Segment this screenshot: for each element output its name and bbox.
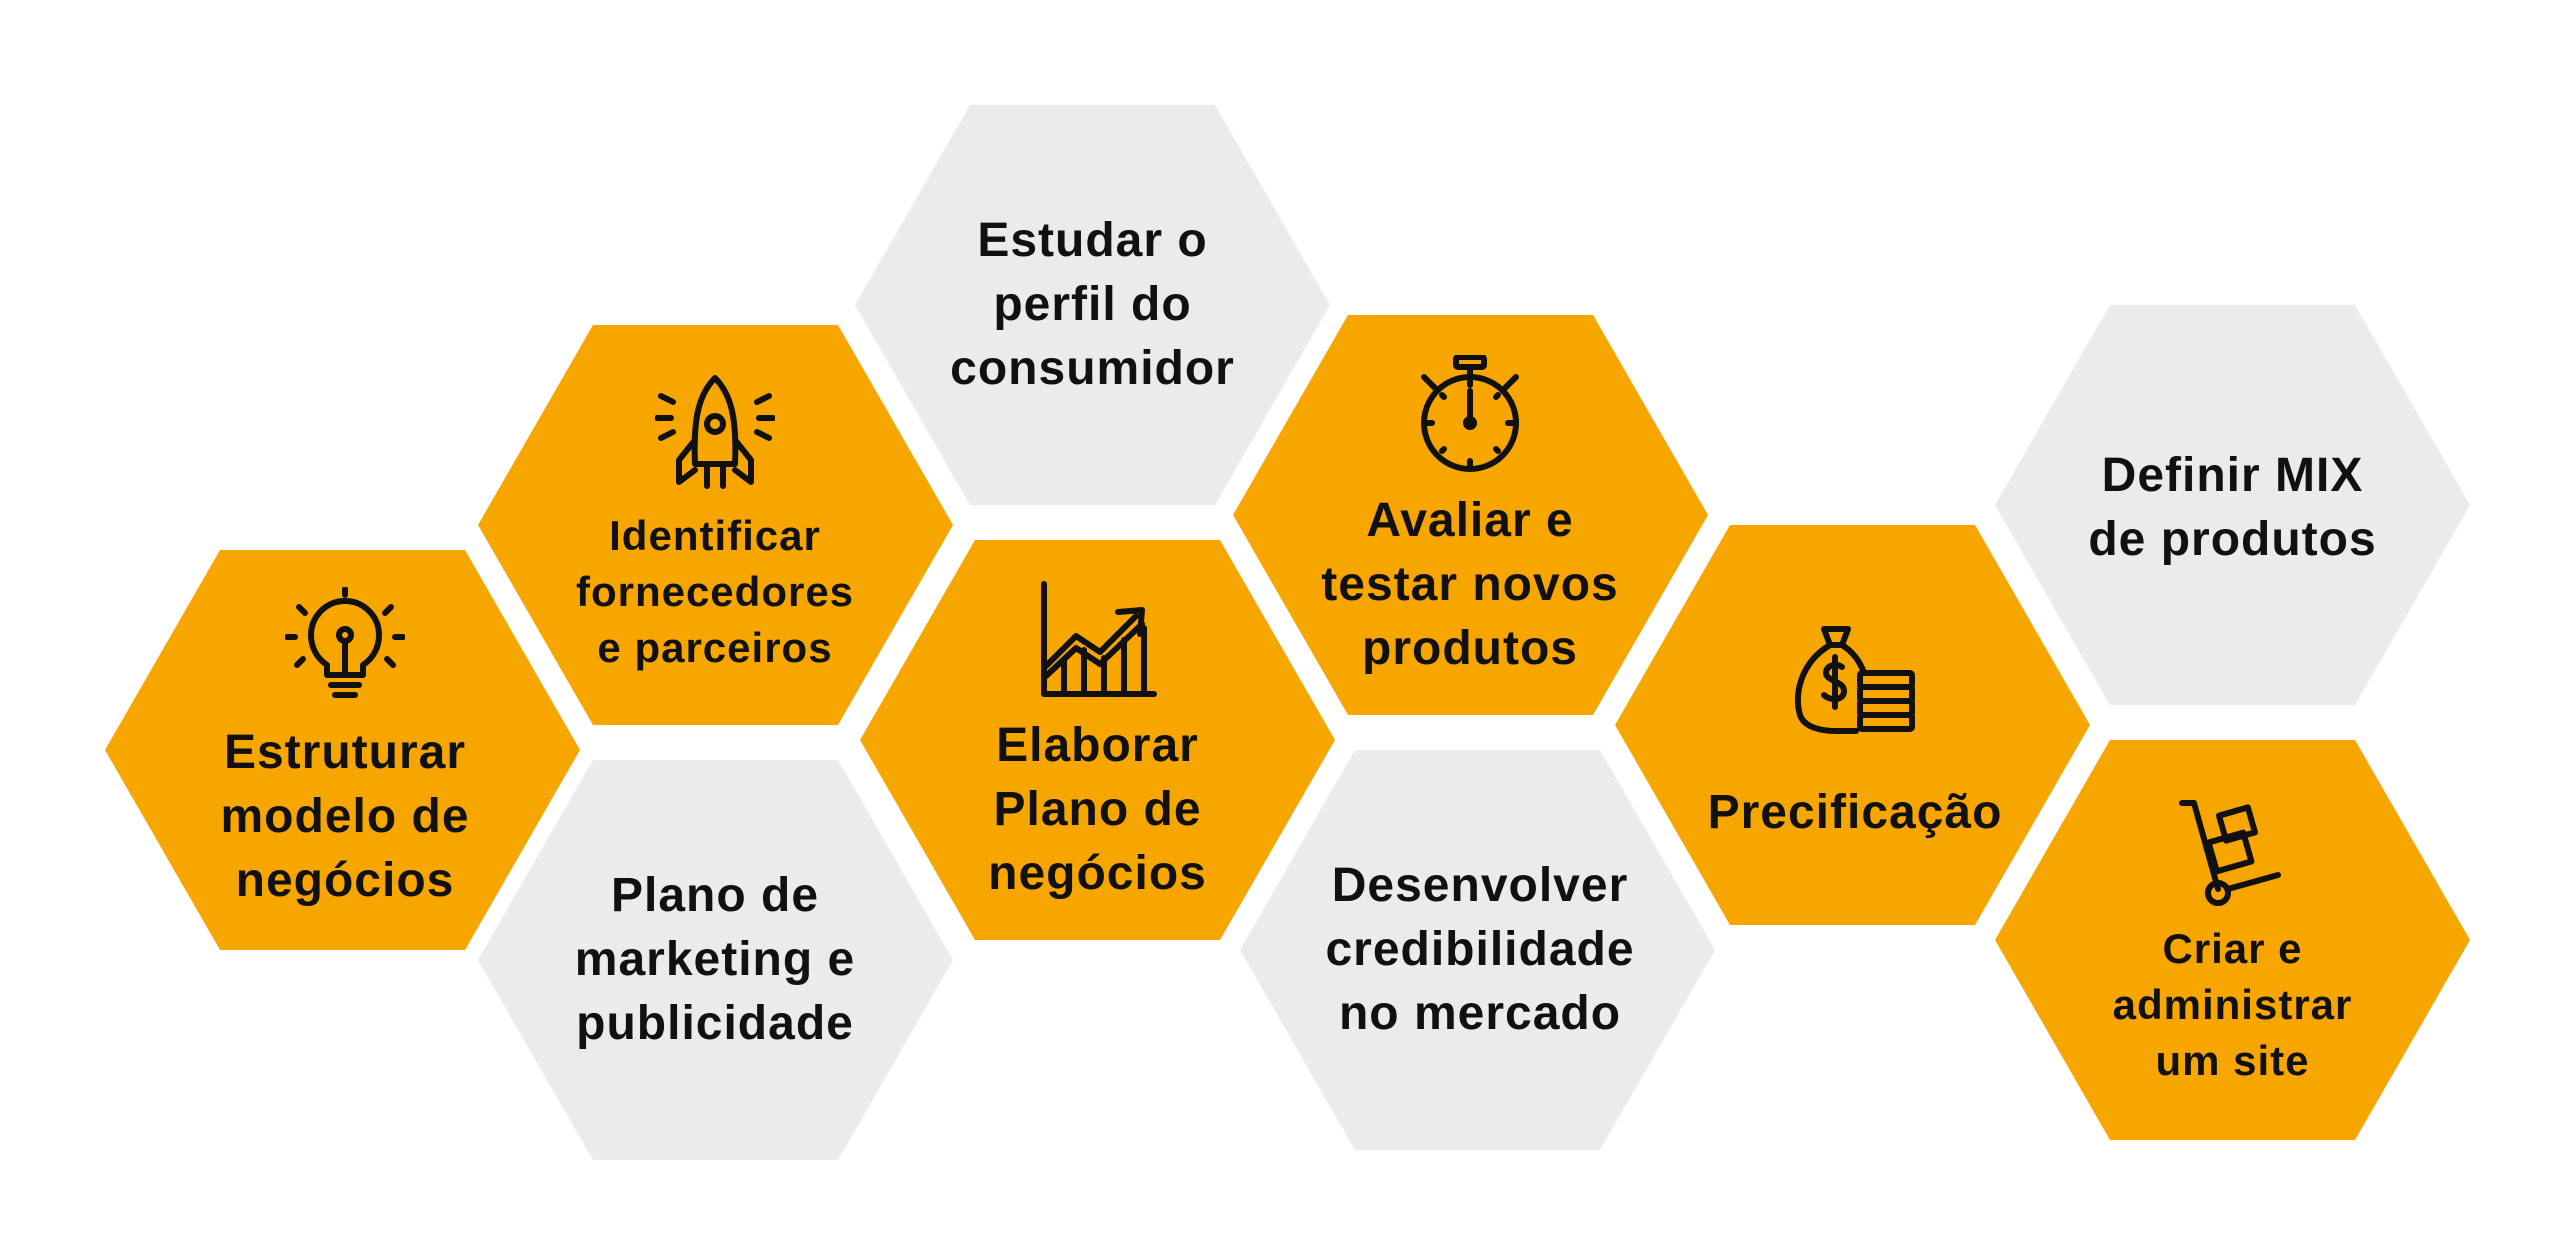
hex-label-identificar: Identificar fornecedores e parceiros	[520, 340, 910, 710]
hex-text-criar-site: Criar e administrar um site	[2112, 924, 2353, 1084]
hex-label-criar-site: Criar e administrar um site	[2040, 755, 2425, 1130]
hex-text-estruturar: Estruturar modelo de negócios	[220, 726, 470, 907]
hexagon-criar-site	[1995, 740, 2470, 1140]
hex-label-estudar: Estudar o perfil do consumidor	[900, 115, 1285, 495]
hex-label-definir-mix: Definir MIX de produtos	[2040, 320, 2425, 695]
hex-label-plano-marketing: Plano de marketing e publicidade	[520, 770, 910, 1150]
hex-label-elaborar: Elaborar Plano de negócios	[905, 555, 1290, 930]
hex-text-estudar: Estudar o perfil do consumidor	[950, 214, 1235, 395]
hex-label-avaliar: Avaliar e testar novos produtos	[1275, 330, 1665, 705]
hex-label-estruturar: Estruturar modelo de negócios	[150, 560, 540, 940]
hex-text-identificar: Identificar fornecedores e parceiros	[575, 512, 855, 671]
hexagon-avaliar	[1233, 315, 1708, 715]
hexagon-definir-mix	[1995, 305, 2470, 705]
hex-label-precificacao: Precificação	[1660, 540, 2050, 915]
hexagon-estudar	[855, 105, 1330, 505]
hex-text-precificacao: Precificação	[1707, 785, 2003, 839]
rocket-icon	[655, 375, 775, 489]
hex-text-plano-marketing: Plano de marketing e publicidade	[574, 869, 856, 1050]
hand-truck-icon	[2178, 799, 2281, 906]
lightbulb-icon	[285, 587, 405, 698]
hexagon-elaborar	[860, 540, 1335, 940]
hex-text-desenvolver: Desenvolver credibilidade no mercado	[1325, 859, 1635, 1040]
money-bag-icon	[1794, 625, 1915, 734]
hexagon-identificar	[478, 325, 953, 725]
hexagon-desenvolver	[1240, 750, 1715, 1150]
hex-text-elaborar: Elaborar Plano de negócios	[988, 718, 1207, 900]
stopwatch-icon	[1421, 354, 1519, 472]
hexagon-precificacao	[1615, 525, 2090, 925]
hex-text-definir-mix: Definir MIX de produtos	[2088, 448, 2377, 566]
hex-text-avaliar: Avaliar e testar novos produtos	[1321, 493, 1619, 675]
hex-label-desenvolver: Desenvolver credibilidade no mercado	[1285, 760, 1675, 1140]
growth-chart-icon	[1040, 580, 1157, 697]
hexagon-estruturar	[105, 550, 580, 950]
hexagon-plano-marketing	[478, 760, 953, 1160]
